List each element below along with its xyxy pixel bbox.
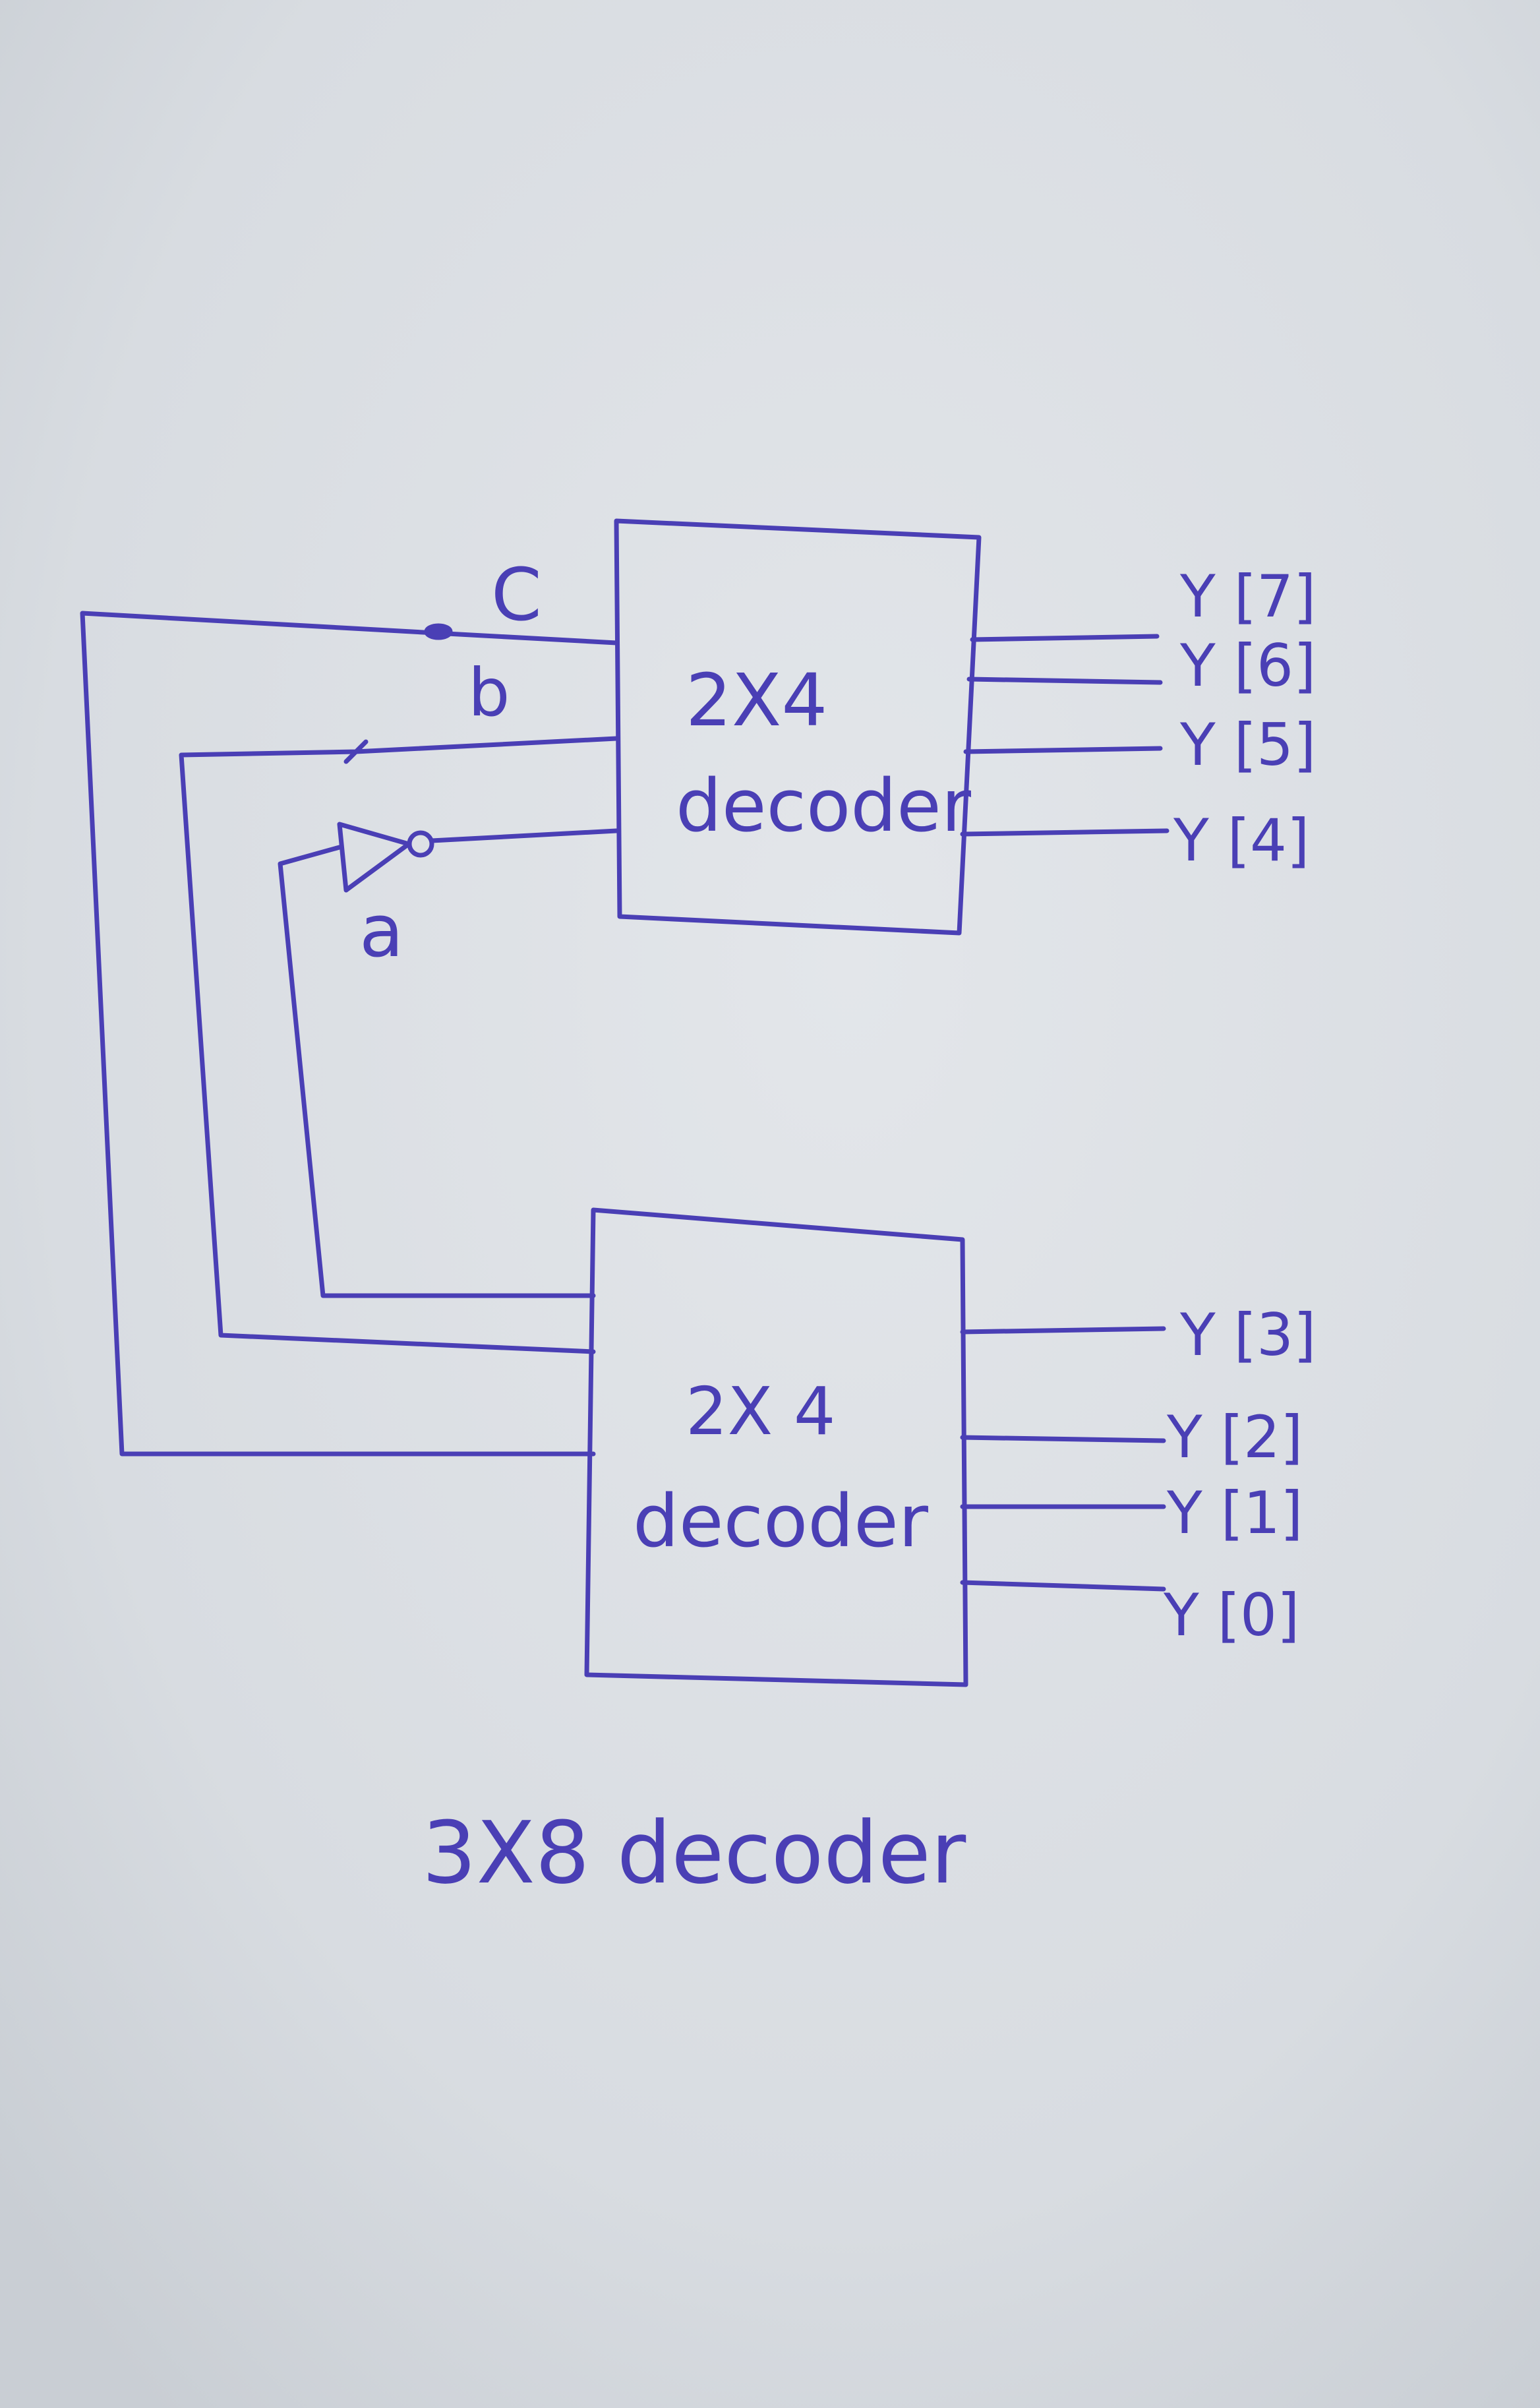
top-decoder-box bbox=[614, 518, 982, 936]
label-output-y5: Y [5] bbox=[1179, 711, 1316, 779]
top-decoder-label-line1: 2X4 bbox=[686, 658, 827, 742]
diagram-caption: 3X8 decoder bbox=[422, 1803, 966, 1903]
label-output-y1: Y [1] bbox=[1166, 1479, 1303, 1547]
bottom-decoder-label-line1: 2X 4 bbox=[686, 1373, 836, 1450]
inverter-bubble bbox=[407, 830, 434, 858]
label-output-y2: Y [2] bbox=[1166, 1403, 1303, 1471]
wire-a-bottom bbox=[278, 845, 596, 1298]
label-output-y3: Y [3] bbox=[1179, 1301, 1316, 1369]
wire-b bbox=[179, 736, 619, 1354]
bottom-output-line-3 bbox=[960, 1326, 1166, 1335]
wire-c bbox=[80, 611, 619, 1457]
label-output-y4: Y [4] bbox=[1173, 806, 1309, 874]
label-input-c: C bbox=[491, 553, 542, 637]
top-output-line-5 bbox=[963, 746, 1163, 754]
top-output-line-4 bbox=[960, 828, 1170, 837]
bottom-decoder-box bbox=[584, 1207, 968, 1687]
wire-c-junction bbox=[424, 623, 453, 640]
label-output-y7: Y [7] bbox=[1179, 562, 1316, 630]
top-output-line-6 bbox=[966, 677, 1163, 685]
wire-b-tick bbox=[343, 739, 369, 764]
label-output-y0: Y [0] bbox=[1163, 1581, 1299, 1649]
label-input-b: b bbox=[468, 654, 510, 731]
label-output-y6: Y [6] bbox=[1179, 632, 1316, 700]
bottom-output-line-0 bbox=[960, 1580, 1166, 1592]
label-input-a: a bbox=[359, 889, 403, 973]
top-decoder-label-line2: decoder bbox=[676, 764, 972, 848]
bottom-decoder-label-line2: decoder bbox=[633, 1479, 929, 1563]
bottom-output-line-2 bbox=[960, 1435, 1166, 1443]
top-output-line-7 bbox=[970, 634, 1160, 642]
inverter-triangle bbox=[337, 822, 411, 893]
wire-a-top bbox=[429, 828, 619, 843]
